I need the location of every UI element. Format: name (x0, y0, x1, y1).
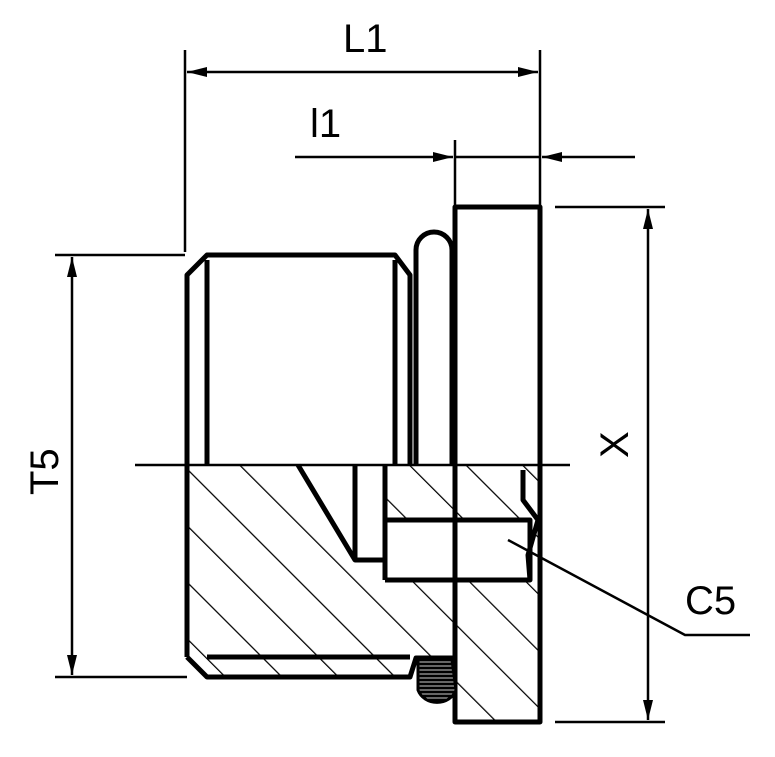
dimension-t5: T5 (23, 253, 187, 679)
label-l1: L1 (343, 17, 388, 61)
o-ring (416, 658, 458, 704)
label-l1-small: l1 (310, 102, 341, 146)
label-c5: C5 (685, 579, 736, 623)
dimension-l1-overall: L1 (183, 17, 542, 252)
label-t5: T5 (23, 448, 67, 495)
callout-c5: C5 (507, 538, 750, 637)
label-x: X (593, 431, 637, 458)
dimension-x: X (555, 205, 665, 724)
dimension-l1-flange: l1 (295, 102, 635, 205)
section-hatch (187, 465, 540, 722)
